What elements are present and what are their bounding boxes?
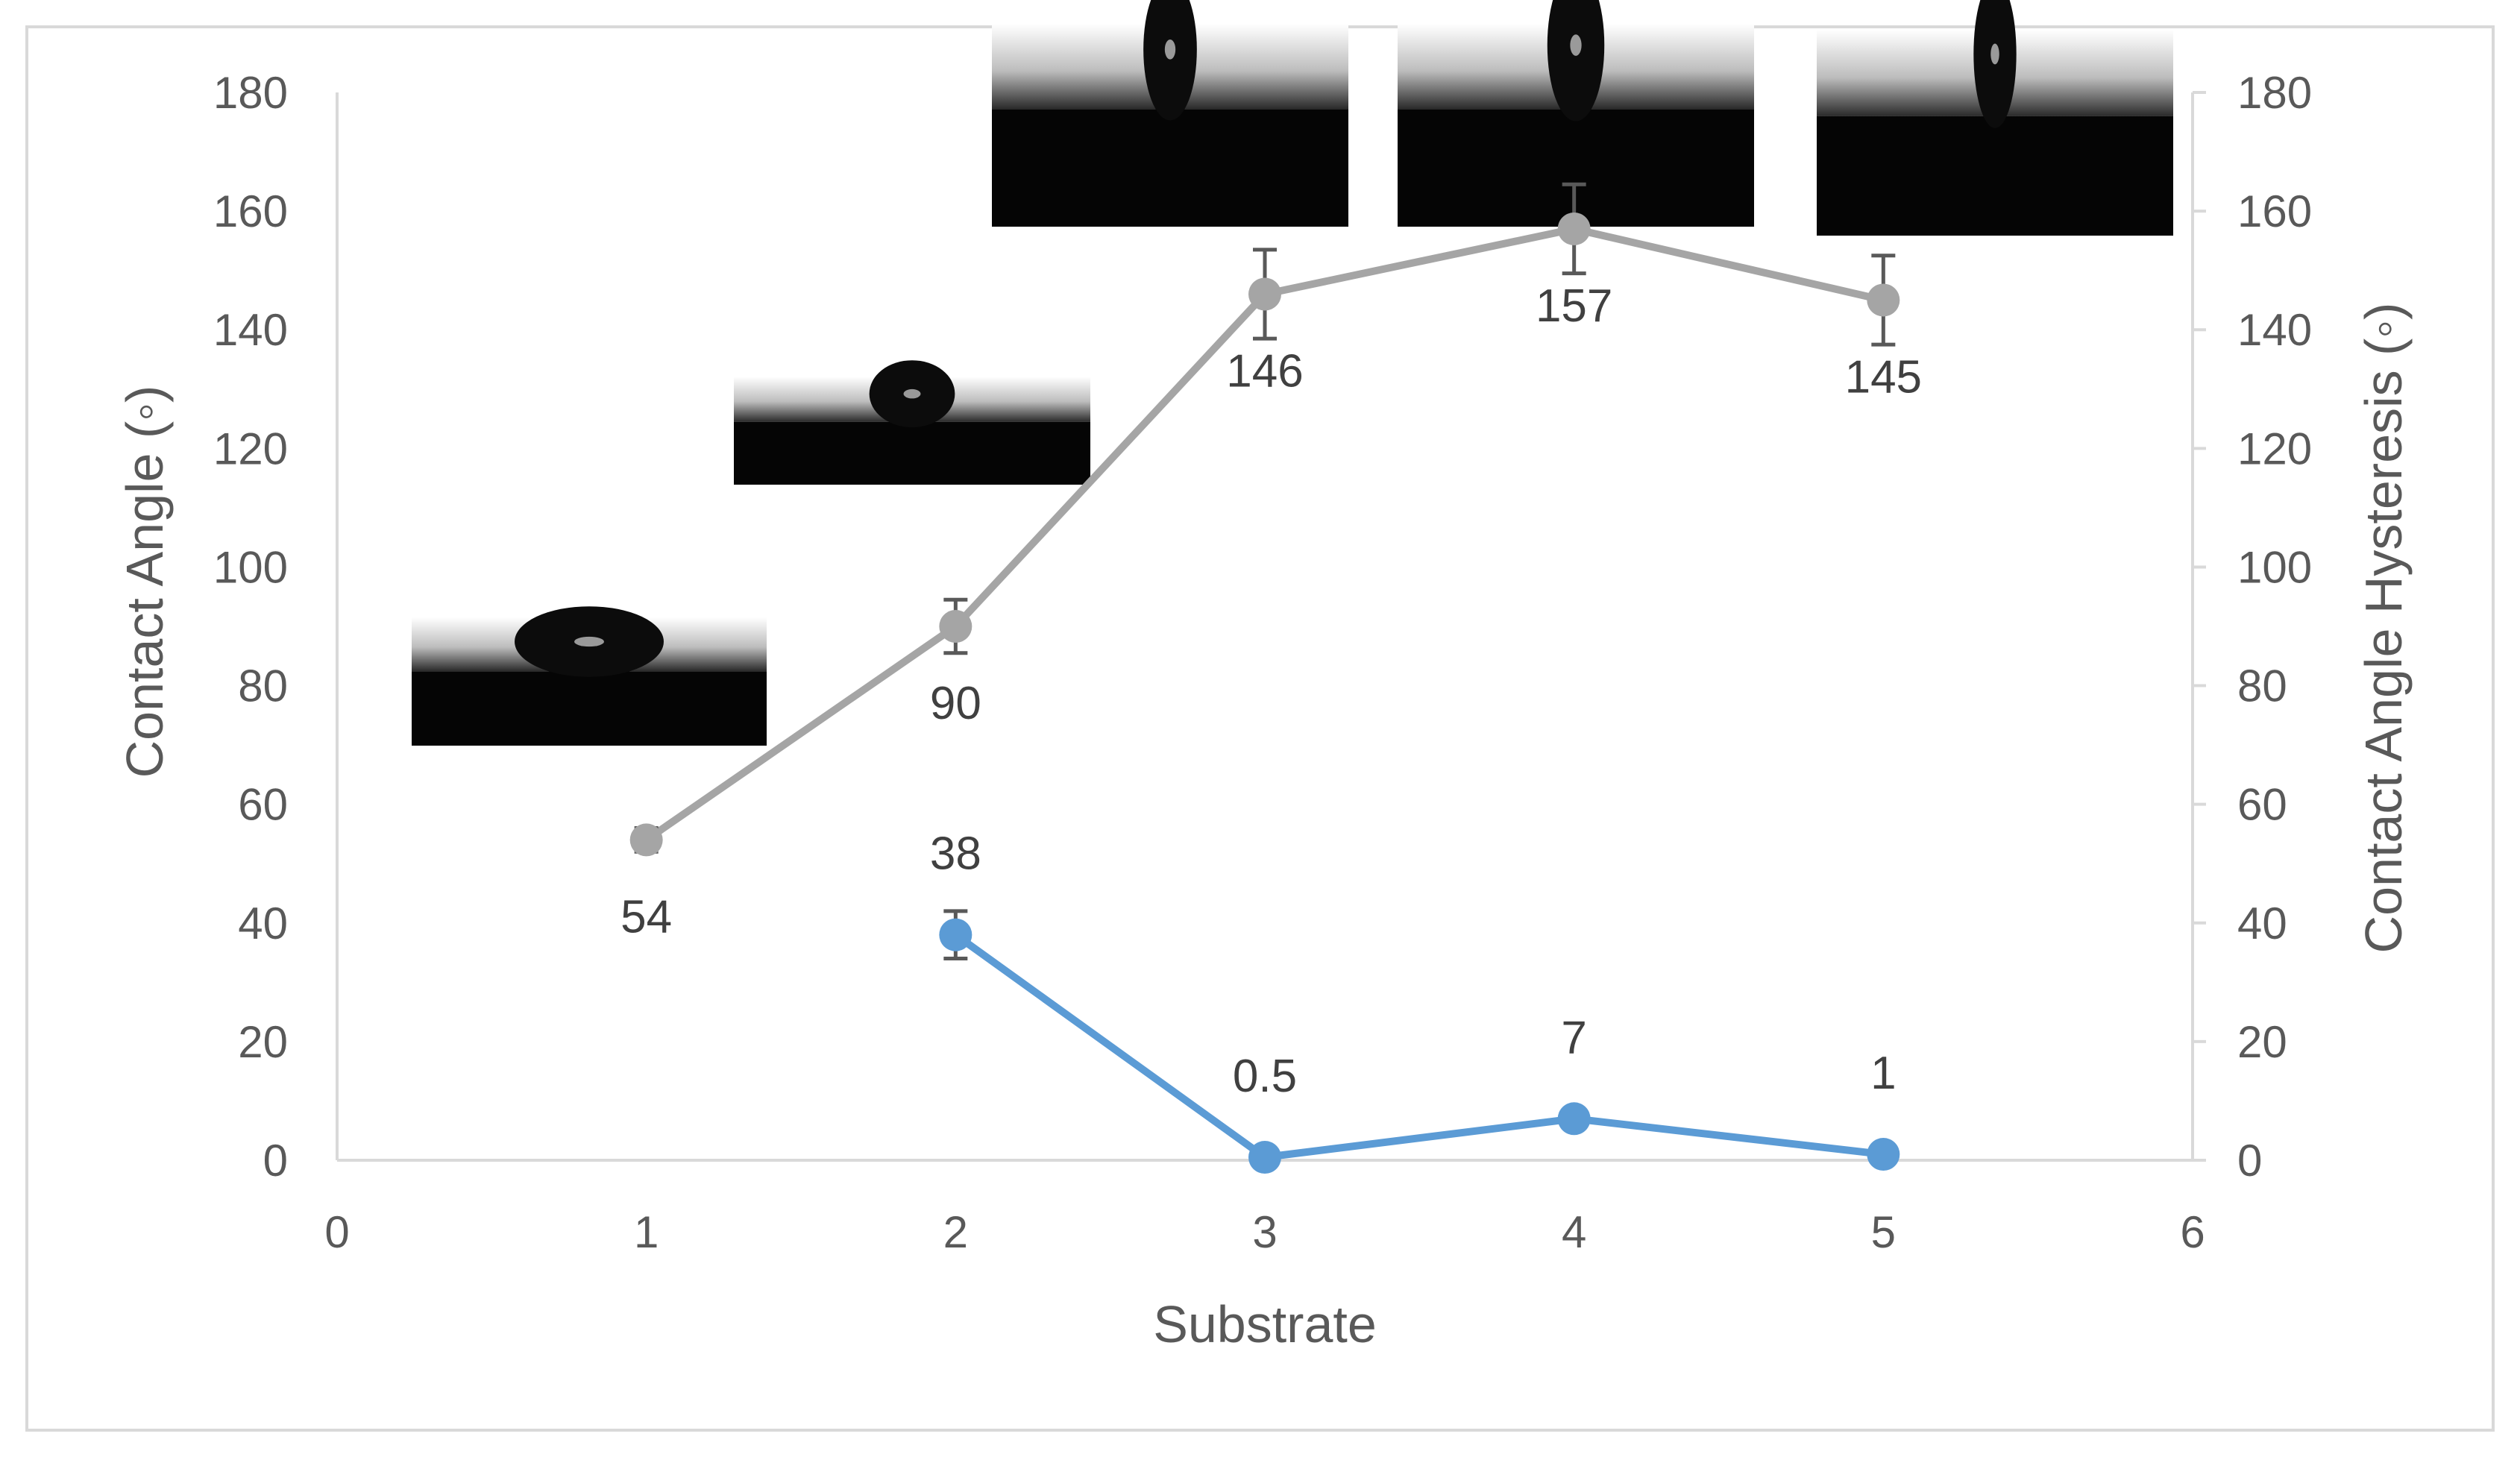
x-tick-label: 0	[324, 1207, 349, 1257]
y-tick-label-right: 60	[2237, 780, 2287, 830]
data-point	[939, 918, 973, 951]
data-label: 0.5	[1233, 1051, 1297, 1102]
inset-substrate	[992, 109, 1348, 227]
inset-substrate	[412, 671, 767, 746]
droplet-photo-substrate-4	[1398, 0, 1754, 227]
y-tick-label-left: 140	[213, 305, 288, 355]
droplet-photo-substrate-2	[734, 360, 1090, 485]
y-tick-label-left: 80	[238, 661, 288, 711]
data-point	[1557, 1102, 1591, 1136]
y-tick-label-left: 100	[213, 542, 288, 592]
x-tick-label: 1	[634, 1207, 659, 1257]
data-label: 146	[1226, 345, 1303, 397]
y-tick-label-left: 40	[238, 899, 288, 948]
y-tick-label-left: 60	[238, 780, 288, 830]
droplet	[1143, 0, 1197, 121]
y-tick-label-left: 180	[213, 68, 288, 118]
y-tick-label-right: 80	[2237, 661, 2287, 711]
droplet-photo-substrate-5	[1817, 0, 2173, 236]
droplet-highlight	[903, 388, 921, 399]
y-tick-label-right: 100	[2237, 542, 2312, 592]
droplet-highlight	[1164, 39, 1176, 60]
data-point	[939, 610, 973, 643]
y-tick-label-left: 0	[263, 1136, 288, 1186]
x-tick-label: 4	[1562, 1207, 1586, 1257]
y-tick-label-left: 160	[213, 186, 288, 236]
x-axis-title: Substrate	[1153, 1295, 1377, 1353]
data-point	[1248, 277, 1281, 311]
x-tick-label: 3	[1252, 1207, 1277, 1257]
x-tick-label: 5	[1871, 1207, 1896, 1257]
inset-substrate	[1817, 116, 2173, 236]
y-tick-label-right: 120	[2237, 424, 2312, 473]
series-line-1	[953, 931, 1884, 1162]
droplet-highlight	[1990, 43, 1999, 65]
y-axis-title-right: Contact Angle Hysteresis (◦)	[2354, 303, 2413, 954]
y-tick-label-right: 180	[2237, 68, 2312, 118]
data-point	[629, 823, 663, 857]
data-point	[1557, 212, 1591, 245]
y-tick-label-right: 20	[2237, 1017, 2287, 1067]
data-point	[1867, 1138, 1900, 1171]
y-tick-label-right: 160	[2237, 186, 2312, 236]
x-tick-label: 6	[2180, 1207, 2205, 1257]
droplet	[1547, 0, 1605, 122]
y-tick-label-left: 120	[213, 424, 288, 473]
data-label: 145	[1845, 351, 1922, 403]
data-point	[1867, 283, 1900, 317]
data-label: 90	[930, 678, 981, 729]
y-tick-label-right: 140	[2237, 305, 2312, 355]
y-tick-label-right: 40	[2237, 899, 2287, 948]
data-label: 54	[620, 891, 672, 943]
data-label: 38	[930, 828, 981, 880]
series-layer	[629, 182, 1900, 1174]
inset-images	[412, 0, 2173, 746]
droplet-photo-substrate-1	[412, 606, 767, 746]
y-tick-label-right: 0	[2237, 1136, 2262, 1186]
droplet-highlight	[1570, 34, 1582, 56]
data-label: 1	[1870, 1048, 1896, 1099]
x-tick-label: 2	[943, 1207, 968, 1257]
data-point	[1248, 1141, 1281, 1174]
labels-layer: 54 90 146 157 145 38 0.5 7 1	[620, 280, 1922, 1102]
inset-substrate	[734, 421, 1090, 485]
droplet-photo-substrate-3	[992, 0, 1348, 227]
y-axis-title-left: Contact Angle (◦)	[116, 386, 174, 778]
data-label: 157	[1536, 280, 1612, 332]
droplet-highlight	[574, 636, 604, 647]
y-tick-label-left: 20	[238, 1017, 288, 1067]
data-label: 7	[1561, 1012, 1586, 1063]
